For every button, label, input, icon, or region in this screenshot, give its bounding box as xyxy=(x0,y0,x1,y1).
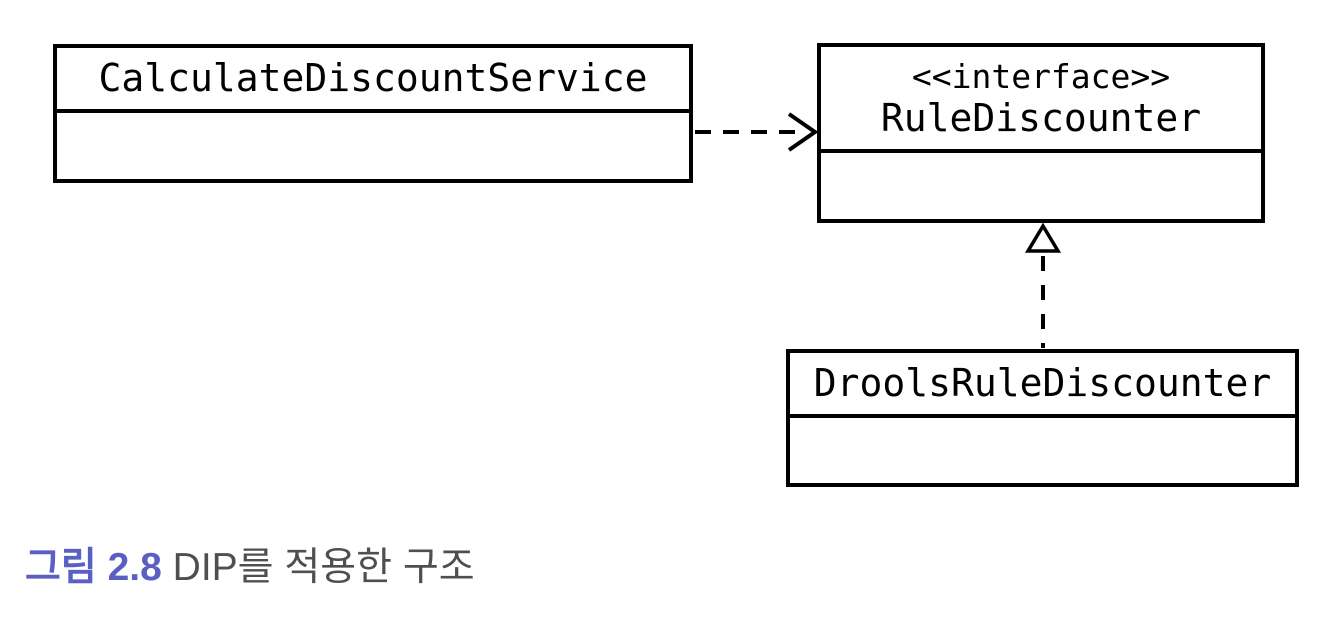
class-box-drools-rule-discounter: DroolsRuleDiscounter xyxy=(786,349,1299,487)
interface-name-label: RuleDiscounter xyxy=(880,95,1202,140)
class-title-compartment: CalculateDiscountService xyxy=(57,48,689,113)
interface-box-rule-discounter: <<interface>> RuleDiscounter xyxy=(817,43,1265,223)
hollow-triangle-arrowhead-icon xyxy=(1024,222,1062,253)
open-arrowhead-icon xyxy=(787,112,819,152)
interface-stereotype-label: <<interface>> xyxy=(911,56,1171,96)
class-members-compartment xyxy=(57,113,689,179)
interface-members-compartment xyxy=(821,153,1261,219)
class-box-calculate-discount-service: CalculateDiscountService xyxy=(53,44,693,183)
class-title-compartment: DroolsRuleDiscounter xyxy=(790,353,1295,418)
class-name-label: DroolsRuleDiscounter xyxy=(813,360,1272,405)
realization-arrow xyxy=(1024,222,1062,348)
dependency-arrow xyxy=(695,112,819,152)
class-name-label: CalculateDiscountService xyxy=(98,55,648,100)
class-members-compartment xyxy=(790,418,1295,483)
figure-caption: 그림 2.8 DIP를 적용한 구조 xyxy=(25,545,475,592)
interface-title-compartment: <<interface>> RuleDiscounter xyxy=(821,47,1261,153)
figure-caption-text: DIP를 적용한 구조 xyxy=(172,546,475,589)
figure-caption-number: 그림 2.8 xyxy=(25,546,162,589)
